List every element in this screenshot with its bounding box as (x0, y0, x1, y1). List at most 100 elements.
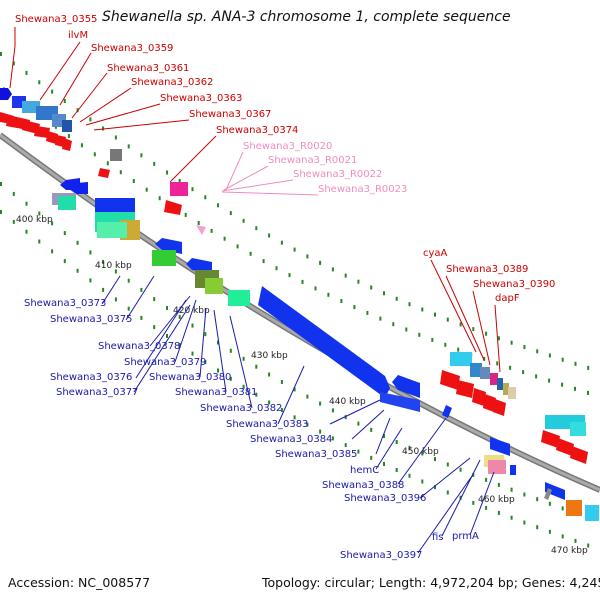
gene-label[interactable]: Shewana3_0359 (91, 43, 173, 54)
tick-mark (587, 543, 590, 548)
gene-label[interactable]: Shewana3_0377 (56, 387, 138, 398)
tick-mark (229, 348, 232, 353)
gene-label[interactable]: Shewana3_0390 (473, 279, 555, 290)
tick-mark (395, 468, 398, 472)
tick-mark (548, 529, 551, 534)
tick-mark (434, 312, 436, 317)
gene-label[interactable]: Shewana3_0388 (322, 480, 404, 491)
tick-mark (204, 195, 207, 200)
gene-label[interactable]: Shewana3_0379 (124, 357, 206, 368)
gene-label[interactable]: Shewana3_0385 (275, 449, 357, 460)
tick-mark (497, 336, 500, 341)
tick-mark (184, 212, 187, 217)
gene-label[interactable]: fis (432, 532, 444, 543)
scale-label: 460 kbp (478, 495, 515, 505)
gene-label[interactable]: Shewana3_0397 (340, 550, 422, 561)
tick-mark (25, 70, 28, 75)
leader-line (375, 417, 391, 455)
tick-mark (587, 365, 590, 370)
gene-label[interactable]: Shewana3_0381 (175, 387, 257, 398)
tick-mark (145, 187, 148, 192)
scale-label: 450 kbp (402, 447, 439, 457)
tick-mark (306, 422, 309, 427)
tick-mark (353, 305, 356, 310)
scale-label: 430 kbp (251, 351, 288, 361)
scale-label: 420 kbp (173, 306, 210, 316)
tick-mark (166, 170, 168, 175)
tick-mark (357, 279, 360, 284)
gene-label[interactable]: Shewana3_0373 (24, 298, 106, 309)
tick-mark (249, 251, 252, 256)
tick-mark (229, 376, 232, 381)
topology-summary: Topology: circular; Length: 4,972,204 bp… (262, 575, 600, 590)
tick-mark (114, 297, 117, 302)
tick-mark (280, 380, 283, 384)
tick-mark (510, 340, 513, 345)
tick-mark (102, 259, 105, 264)
tick-mark (242, 356, 245, 361)
leader-line (133, 304, 191, 393)
gene-label[interactable]: prmA (452, 531, 479, 542)
tick-mark (127, 306, 130, 311)
rna-label[interactable]: Shewana3_R0022 (293, 169, 382, 180)
gene-label[interactable]: Shewana3_0362 (131, 77, 213, 88)
gene-label[interactable]: Shewana3_0355 (15, 14, 97, 25)
gene-label[interactable]: dapF (495, 293, 520, 304)
leader-line (445, 275, 485, 361)
rna-label[interactable]: Shewana3_R0023 (318, 184, 407, 195)
tick-mark (63, 259, 66, 264)
tick-mark (268, 372, 271, 377)
gene-label[interactable]: Shewana3_0367 (189, 109, 271, 120)
gene-label[interactable]: Shewana3_0374 (216, 125, 298, 136)
rna-label[interactable]: Shewana3_R0021 (268, 155, 357, 166)
gene-label[interactable]: Shewana3_0384 (250, 434, 332, 445)
gene-label[interactable]: Shewana3_0363 (160, 93, 242, 104)
tick-mark (472, 500, 475, 505)
tick-mark (51, 249, 54, 254)
tick-mark (496, 361, 499, 366)
rna-label[interactable]: Shewana3_R0020 (243, 141, 332, 152)
gene-label[interactable]: cyaA (423, 248, 448, 259)
gene-label[interactable]: Shewana3_0378 (98, 341, 180, 352)
rna-gene-labels: Shewana3_R0020 Shewana3_R0021 Shewana3_R… (243, 141, 407, 195)
leader-line (329, 399, 381, 425)
gene-label[interactable]: Shewana3_0396 (344, 493, 426, 504)
leader-line (125, 275, 155, 321)
gene-label[interactable]: Shewana3_0380 (149, 372, 231, 383)
gene-label[interactable]: Shewana3_0361 (107, 63, 189, 74)
gene-label[interactable]: Shewana3_0382 (200, 403, 282, 414)
tick-mark (497, 510, 500, 515)
leader-line (101, 275, 121, 305)
tick-mark (153, 297, 156, 302)
leader-line (277, 365, 305, 425)
reverse-strand-genes (52, 178, 599, 521)
gene-label[interactable]: hemC (350, 465, 379, 476)
tick-mark (76, 268, 79, 273)
leader-line (59, 52, 92, 106)
leader-line (199, 307, 207, 378)
tick-mark (561, 357, 564, 362)
tick-mark (319, 260, 322, 265)
gene-label[interactable]: Shewana3_0375 (50, 314, 132, 325)
tick-mark (319, 401, 322, 406)
tick-mark (523, 492, 526, 497)
gene-label[interactable]: Shewana3_0389 (446, 264, 528, 275)
tick-mark (127, 144, 130, 149)
gene-label[interactable]: Shewana3_0383 (226, 419, 308, 430)
tick-mark (459, 467, 462, 472)
tick-mark (574, 386, 576, 391)
tick-mark (76, 240, 79, 245)
gene-label[interactable]: ilvM (68, 30, 88, 41)
tick-mark (587, 390, 589, 395)
tick-mark (444, 342, 447, 347)
gene-label[interactable]: Shewana3_0376 (50, 372, 132, 383)
tick-mark (12, 191, 15, 196)
tick-mark (93, 152, 96, 157)
leader-line (223, 165, 269, 191)
tick-mark (485, 505, 488, 510)
tick-mark (293, 247, 296, 252)
tick-mark (102, 287, 105, 292)
tick-mark (114, 135, 117, 140)
tick-mark (535, 374, 538, 379)
